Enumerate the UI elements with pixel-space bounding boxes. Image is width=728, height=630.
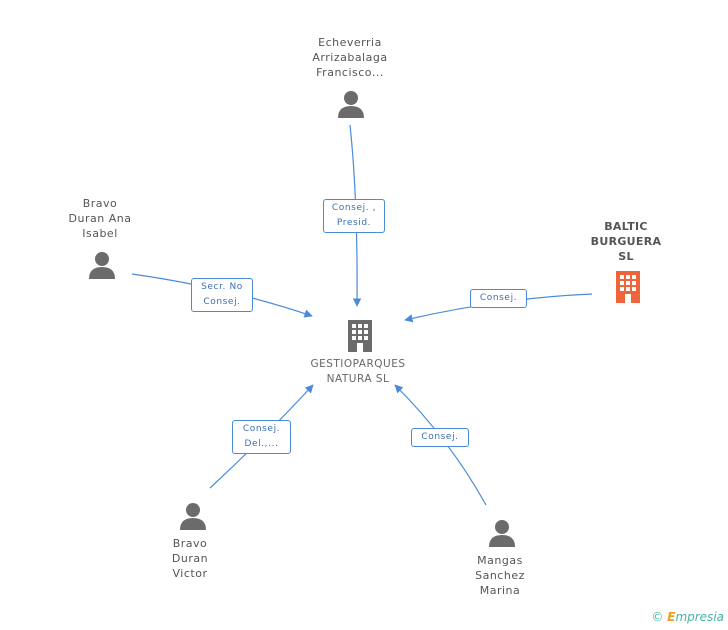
person-icon[interactable] — [179, 502, 207, 530]
main-company-building-icon[interactable] — [346, 318, 374, 352]
relation-label-mangas: Consej. — [411, 428, 469, 447]
person-label-bravo-ana[interactable]: Bravo Duran Ana Isabel — [68, 197, 132, 240]
company-building-icon[interactable] — [613, 269, 643, 303]
relation-label-bravo-ana: Secr. No Consej. — [191, 278, 253, 312]
person-label-echeverria[interactable]: Echeverria Arrizabalaga Francisco... — [312, 36, 388, 79]
relation-label-baltic: Consej. — [470, 289, 527, 308]
person-label-bravo-victor[interactable]: Bravo Duran Victor — [171, 537, 209, 580]
copyright-symbol: © — [651, 610, 664, 624]
main-company-label[interactable]: GESTIOPARQUES NATURA SL — [310, 358, 406, 385]
person-icon[interactable] — [488, 519, 516, 547]
person-icon[interactable] — [88, 251, 116, 279]
person-icon[interactable] — [337, 90, 365, 118]
brand-logo-e: E — [667, 610, 676, 624]
person-label-mangas[interactable]: Mangas Sanchez Marina — [475, 554, 525, 597]
company-label-baltic[interactable]: BALTIC BURGUERA SL — [590, 220, 662, 263]
relation-label-echeverria: Consej. , Presid. — [323, 199, 385, 233]
brand-name: mpresia — [675, 610, 724, 624]
empresia-footer[interactable]: © Empresia — [651, 610, 724, 624]
relation-label-bravo-victor: Consej. Del.,... — [232, 420, 291, 454]
